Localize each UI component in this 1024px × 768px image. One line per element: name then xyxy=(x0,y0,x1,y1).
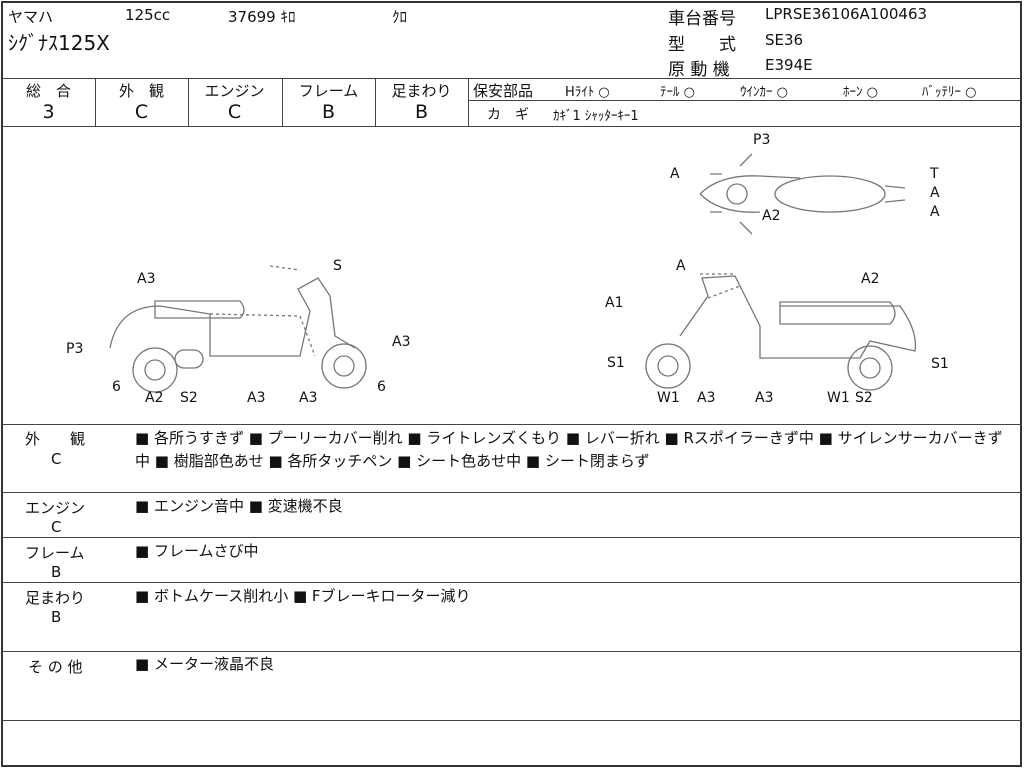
damage-label: A xyxy=(930,185,940,201)
chassis-label: 車台番号 xyxy=(668,9,736,29)
damage-label: P3 xyxy=(753,132,771,148)
damage-label: A xyxy=(676,258,686,274)
grade-engine-value: C xyxy=(227,101,242,123)
section-suspension-grade: B xyxy=(51,608,62,626)
section-suspension-notes: ■ ボトムケース削れ小 ■ Fブレーキローター減り xyxy=(135,587,471,605)
damage-label: S1 xyxy=(931,356,949,372)
damage-label: W1 xyxy=(657,390,680,406)
safety-tail: ﾃｰﾙ ○ xyxy=(660,85,695,100)
scooter-right-view xyxy=(645,273,917,391)
grade-frame-label: フレーム xyxy=(298,82,359,100)
damage-label: W1 xyxy=(827,390,850,406)
grade-overall-label: 総 合 xyxy=(25,82,71,100)
section-other-title: そ の 他 xyxy=(28,658,83,676)
keys-value: ｶｷﾞ1 ｼｬｯﾀｰｷｰ1 xyxy=(553,109,639,124)
damage-label: A3 xyxy=(392,334,411,350)
maker: ヤマハ xyxy=(8,8,54,26)
damage-label: P3 xyxy=(66,341,84,357)
section-suspension-title: 足まわり xyxy=(25,589,86,607)
scooter-left-view xyxy=(109,265,367,393)
engine-label: 原 動 機 xyxy=(668,60,730,80)
damage-label: A3 xyxy=(299,390,318,406)
model-type: SE36 xyxy=(765,31,804,49)
section-engine-title: エンジン xyxy=(25,499,86,517)
grade-suspension-value: B xyxy=(414,101,429,123)
mileage: 37699 ｷﾛ xyxy=(228,8,296,26)
grade-frame-value: B xyxy=(321,101,336,123)
safety-winker: ｳｲﾝｶｰ ○ xyxy=(740,85,788,100)
damage-label: 6 xyxy=(112,379,121,395)
damage-label: S2 xyxy=(180,390,198,406)
damage-label: S1 xyxy=(607,355,625,371)
safety-label: 保安部品 xyxy=(473,82,534,100)
damage-label: A xyxy=(670,166,680,182)
safety-battery: ﾊﾞｯﾃﾘｰ ○ xyxy=(922,85,977,100)
damage-label: T xyxy=(930,166,939,182)
grade-exterior-value: C xyxy=(134,101,149,123)
section-engine-grade: C xyxy=(51,518,62,536)
grade-exterior-label: 外 観 xyxy=(118,82,164,100)
chassis-number: LPRSE36106A100463 xyxy=(765,5,928,23)
damage-label: A xyxy=(930,204,940,220)
section-exterior-title: 外 観 xyxy=(25,430,86,448)
section-frame-title: フレーム xyxy=(25,544,85,562)
damage-label: A3 xyxy=(247,390,266,406)
section-exterior-grade: C xyxy=(51,450,62,468)
grade-suspension-label: 足まわり xyxy=(391,82,452,100)
damage-label: S2 xyxy=(855,390,873,406)
damage-label: A3 xyxy=(697,390,716,406)
scooter-top-view xyxy=(699,153,906,235)
section-exterior-notes: ■ 各所うすきず ■ プーリーカバー削れ ■ ライトレンズくもり ■ レバー折れ… xyxy=(135,429,1003,470)
displacement: 125cc xyxy=(125,6,171,24)
damage-label: A1 xyxy=(605,295,624,311)
damage-label: A3 xyxy=(755,390,774,406)
grade-overall-value: 3 xyxy=(42,101,55,123)
grade-engine-label: エンジン xyxy=(204,82,265,100)
damage-label: A2 xyxy=(145,390,164,406)
damage-label: S xyxy=(333,258,342,274)
keys-label: カ ギ xyxy=(487,107,529,123)
section-frame-grade: B xyxy=(51,563,62,581)
section-frame-notes: ■ フレームさび中 xyxy=(135,542,259,560)
damage-label: A3 xyxy=(137,271,156,287)
safety-headlight: Hﾗｲﾄ ○ xyxy=(565,85,610,100)
safety-horn: ﾎｰﾝ ○ xyxy=(843,85,878,100)
model-name: ｼｸﾞﾅｽ125X xyxy=(8,31,110,55)
color: ｸﾛ xyxy=(392,8,408,26)
scooter-diagram xyxy=(109,153,917,393)
section-engine-notes: ■ エンジン音中 ■ 変速機不良 xyxy=(135,497,343,515)
damage-label: A2 xyxy=(762,208,781,224)
engine-code: E394E xyxy=(765,56,813,74)
section-other-notes: ■ メーター液晶不良 xyxy=(135,655,274,673)
damage-label: 6 xyxy=(377,379,386,395)
type-label: 型 式 xyxy=(668,35,736,55)
damage-label: A2 xyxy=(861,271,880,287)
